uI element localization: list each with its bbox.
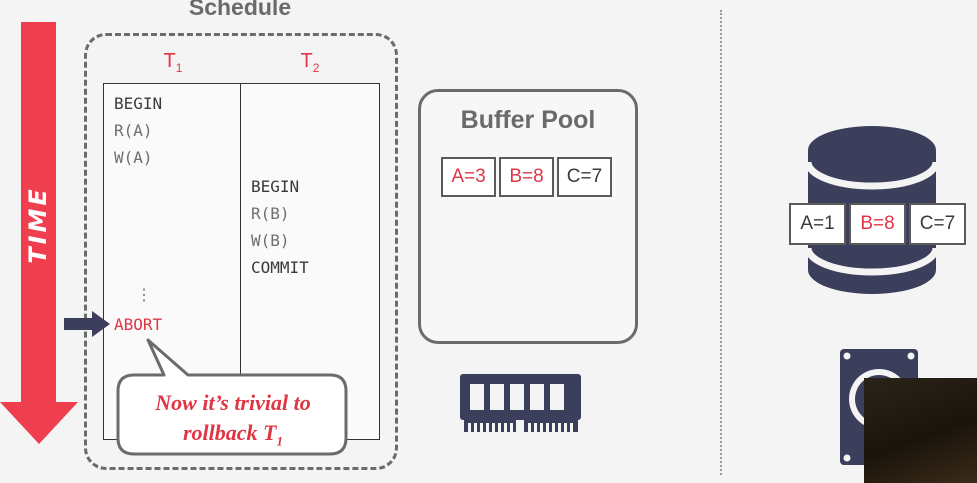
t1-header: T1 <box>163 50 183 75</box>
buffer-pool-title: Buffer Pool <box>460 106 596 134</box>
t2-op-write-b: W(B) <box>251 231 290 250</box>
time-label: TIME <box>24 186 52 264</box>
t2-header: T2 <box>300 50 320 75</box>
t1-op-read-a: R(A) <box>114 121 153 140</box>
t2-op-begin: BEGIN <box>251 177 300 196</box>
memory-disk-divider <box>720 10 722 475</box>
time-arrow <box>0 22 78 444</box>
callout-line-2: rollback T1 <box>183 420 283 449</box>
schedule-box <box>84 33 398 470</box>
schedule-title: Schedule <box>150 0 330 21</box>
buffer-cell-a: A=3 <box>441 157 496 197</box>
t1-op-begin: BEGIN <box>114 94 163 113</box>
disk-cell-c: C=7 <box>909 203 966 245</box>
t2-op-read-b: R(B) <box>251 204 290 223</box>
buffer-cell-b: B=8 <box>499 157 554 197</box>
abort-pointer-arrow-icon <box>64 311 110 337</box>
callout-bubble <box>116 338 348 456</box>
buffer-pool-box <box>418 89 638 344</box>
buffer-cell-c: C=7 <box>557 157 612 197</box>
disk-cell-a: A=1 <box>789 203 846 245</box>
callout-line-1: Now it’s trivial to <box>155 390 311 415</box>
column-divider <box>240 83 241 440</box>
memory-ram-icon <box>460 374 581 432</box>
speaker-video-inset <box>864 378 977 483</box>
buffer-pool-cells: A=3 B=8 C=7 <box>441 157 612 197</box>
disk-cells: A=1 B=8 C=7 <box>789 203 966 245</box>
t2-op-commit: COMMIT <box>251 258 309 277</box>
t1-op-write-a: W(A) <box>114 148 153 167</box>
t1-operations: BEGIN R(A) W(A) <box>114 90 162 171</box>
disk-cell-b: B=8 <box>849 203 906 245</box>
t2-operations: BEGIN R(B) W(B) COMMIT <box>251 173 309 281</box>
t1-op-abort: ABORT <box>114 315 163 334</box>
ellipsis: ⋮ <box>136 285 152 304</box>
callout-text: Now it’s trivial to rollback T1 <box>122 388 344 456</box>
